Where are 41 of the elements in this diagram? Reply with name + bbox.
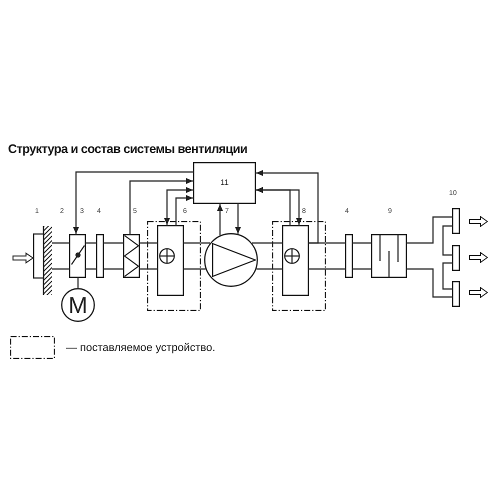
duct-lines — [85, 242, 97, 270]
controller-box — [193, 162, 256, 204]
arrow — [256, 170, 319, 244]
connector-line — [442, 262, 452, 290]
duct-lines — [51, 242, 70, 270]
arrow — [129, 178, 193, 234]
motor-letter: M — [68, 294, 88, 316]
arrow — [256, 187, 291, 225]
motor-circle — [61, 288, 95, 322]
box-number: 11 — [220, 179, 229, 187]
duct-lines — [352, 242, 372, 270]
duct-lines — [308, 242, 346, 270]
damper-box — [69, 234, 86, 278]
arrow — [164, 187, 193, 225]
filter-box — [96, 234, 104, 278]
duct-lines — [103, 242, 124, 270]
duct-lines — [183, 242, 211, 270]
hollow-arrow — [12, 252, 34, 264]
arrow — [73, 171, 193, 234]
arrow — [235, 204, 241, 234]
diagram-title: Структура и состав системы вентиляции — [8, 141, 248, 157]
outlet-box — [452, 208, 460, 234]
silencer-box — [371, 234, 407, 278]
filter-box — [345, 234, 353, 278]
legend-text: — поставляемое устройство. — [66, 341, 216, 355]
dash-dot-frame — [272, 221, 326, 311]
connector-line — [77, 278, 79, 288]
connector-line — [407, 268, 452, 298]
duct-lines — [139, 242, 158, 270]
arrow — [217, 204, 223, 236]
fan-circle — [204, 233, 258, 287]
unit-box — [157, 225, 184, 296]
connector-line — [407, 216, 452, 244]
arrow — [175, 195, 193, 225]
outlet-box — [452, 281, 460, 307]
duct-lines — [251, 242, 283, 270]
dash-dot-frame — [147, 221, 201, 311]
unit-box — [282, 225, 309, 296]
connector-line — [442, 225, 452, 256]
outlet-box — [452, 245, 460, 271]
grille-in-wall — [33, 226, 52, 295]
